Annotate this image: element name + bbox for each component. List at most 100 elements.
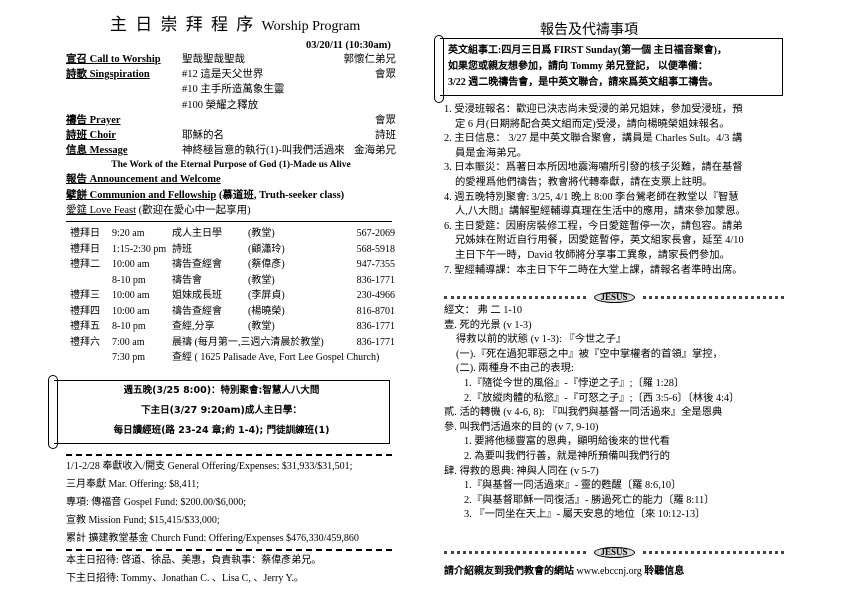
program-label-text: 信息 Message [66,145,128,157]
website-link[interactable]: www.ebccnj.org [576,566,642,577]
communion-item: 擘餅 Communion and Fellowship (慕道班, Truth-… [66,188,396,204]
scroll-curl-icon [434,35,444,103]
schedule-time: 10:00 am [112,259,150,270]
jesus-fish-icon: JESUS [593,546,635,558]
schedule-day: 禮拜三 [70,290,100,301]
jesus-fish-divider: JESUS [444,291,785,303]
sermon-line: 壹. 死的光景 (v 1-3) [444,319,532,331]
sermon-line: 得救以前的狀態 (v 1-3): 『今世之子』 [456,334,627,346]
schedule-place: (顧瀟玲) [248,243,285,255]
announcement-line: 的愛裡爲他們禱告；教會將代轉奉獻，請在支票上註明。 [455,176,713,188]
love-feast-item: 愛筵 Love Feast (歡迎在愛心中一起享用) [66,203,396,219]
schedule-event: 禱告查經會 [172,305,222,317]
sermon-line: 經文： 弗 二 1-10 [444,305,523,316]
notice-line: 下主日(3/27 9:20am)成人主日學： [141,405,302,416]
schedule-place: (李屏貞) [248,290,285,301]
program-person: 詩班 [375,129,396,141]
announcement-item: 報告 Announcement and Welcome [66,172,396,188]
announcement-label: 報告 Announcement and Welcome [66,174,221,186]
schedule-event: 查經,分享 [172,321,215,332]
schedule-phone: 836-1771 [356,321,395,332]
program-label [66,82,182,97]
website-prefix: 請介紹親友到我們教會的網站 [444,566,574,577]
schedule-day: 禮拜日 [70,228,100,239]
schedule-phone: 567-2069 [356,228,395,239]
program-person: 金海弟兄 [354,145,396,157]
sermon-outline: 經文： 弗 二 1-10 壹. 死的光景 (v 1-3) 得救以前的狀態 (v 1-… [444,304,784,523]
schedule-day: 禮拜日 [70,243,100,255]
schedule-day: 禮拜五 [70,321,100,332]
finance-line: 專項: 傳福音 Gospel Fund: $200.00/$6,000; [66,497,247,508]
jesus-fish-icon: JESUS [593,291,635,303]
schedule-time: 10:00 am [112,290,150,301]
schedule-place: (教堂) [248,274,275,286]
program-label: 詩歌 Singspiration [66,67,182,82]
dashed-divider [66,454,392,456]
program-row: 詩歌 Singspiration#12 這是天父世界會眾 [66,67,396,82]
title-en: Worship Program [261,19,361,34]
program-person: 會眾 [375,114,396,126]
finance-line: 1/1-2/28 奉獻收入/開支 General Offering/Expens… [66,461,353,472]
announcement-line: 4. 週五晚特別聚會: 3/25, 4/1 晚上 8:00 李台鶯老師在教堂以『… [444,191,739,203]
finance-line: 宣教 Mission Fund; $15,415/$33,000; [66,515,220,526]
host-line: 本主日招待: 啓道、徐品、美惠，負責執事：蔡偉彥弟兄。 [66,555,322,566]
announcement-line: 2. 主日信息： 3/27 是中英文聯合聚會，講員是 Charles Sult。… [444,133,743,145]
program-row: #10 主手所造萬象生靈 [66,82,396,97]
schedule-place: (蔡偉彥) [248,259,285,270]
announcement-line: 兄姊妹在附近自行用餐，因愛筵暫停，英文組家長會，延至 4/10 [455,235,744,247]
schedule-phone: 836-1771 [356,336,395,348]
program-row: 信息 Message 神終極旨意的執行(1)-叫我們活過來金海弟兄 [66,143,396,158]
announcement-line: 定 6 月(日期將配合英文組而定)受浸，請向楊曉榮姐妹報名。 [455,118,730,130]
announcements-title: 報告及代禱事項 [540,23,638,38]
schedule-day: 禮拜四 [70,305,100,317]
website-suffix: 聆聽信息 [644,566,685,577]
schedule-time: 10:00 am [112,305,150,317]
program-person: 會眾 [375,69,396,81]
announcement-line: 人,八大問』講解聖經輔導真理在生活中的應用，請來參加蒙恩。 [455,206,746,218]
program-label: 詩班 Choir [66,128,182,143]
host-line: 下主日招待: Tommy、Jonathan C. 、Lisa C, 、Jerry… [66,573,304,584]
program-content: 耶穌的名 [182,129,224,141]
schedule-event: 禱告查經會 [172,259,222,270]
program-content: #10 主手所造萬象生靈 [182,84,285,96]
announcement-list: 1. 受浸班報名：歡迎已決志尚未受浸的弟兄姐妹，參加受浸班，預定 6 月(日期將… [444,103,784,278]
program-content: 神終極旨意的執行(1)-叫我們活過來 [182,145,345,157]
sermon-line: 2. 為要叫我們行善，就是神所預備叫我們行的 [464,450,670,462]
schedule-place: (楊曉榮) [248,305,285,317]
program-label-text: 禱告 Prayer [66,114,121,126]
announcement-line: 主日下午一時，David 牧師將分享事工異象，請家長們參加。 [455,249,730,261]
finance-section: 1/1-2/28 奉獻收入/開支 General Offering/Expens… [66,458,396,548]
schedule-event: 成人主日學 [172,228,222,239]
announcement-line: 6. 主日愛筵：因廚房裝修工程，今日愛筵暫停一次，請包容。請弟 [444,220,743,232]
sermon-line: 1.『與基督一同活過來』- 靈的甦醒〔羅 8:6,10〕 [464,480,682,492]
program-label [66,98,182,113]
schedule-day [70,350,112,366]
sermon-line: 2.『放縱肉體的私慾』-『可怒之子』;〔西 3:5-6〕〔林後 4:4〕 [464,392,740,404]
jesus-fish-divider: JESUS [444,546,785,558]
schedule-event: 詩班 [172,243,192,255]
schedule-day [70,273,112,289]
sermon-line: 1. 要將他極豐富的恩典，顯明給後來的世代看 [464,436,670,448]
finance-line: 三月奉獻 Mar. Offering: $8,411; [66,479,200,490]
schedule-event: 姐妹成長班 [172,290,222,301]
sermon-line: 參. 叫我們活過來的目的 (v 7, 9-10) [444,421,599,433]
schedule-event: 禱告會 [172,274,202,286]
sermon-line: 3. 『一同坐在天上』- 屬天安息的地位〔來 10:12-13〕 [464,509,706,521]
box-line: 如果您或親友想參加，請向 Tommy 弟兄登記， 以便準備： [448,61,708,72]
title-zh: 主 日 崇 拜 程 序 [110,15,256,34]
program-content [182,113,375,128]
announcement-line: 1. 受浸班報名：歡迎已決志尚未受浸的弟兄姐妹，參加受浸班，預 [444,104,743,115]
notice-line: 每日讀經班(路 23-24 章;約 1-4); 門徒訓練班(1) [113,425,330,436]
program-row: 禱告 Prayer 會眾 [66,113,396,128]
schedule-place: (教堂) [248,321,275,332]
schedule-event: 查經 ( 1625 Palisade Ave, Fort Lee Gospel … [172,352,380,363]
schedule-place: (教堂) [248,228,275,239]
announcement-line: 3. 日本賑災：爲著日本所因地震海嘯所引發的核子災難，請在基督 [444,162,743,174]
schedule-time: 7:00 am [112,336,145,348]
